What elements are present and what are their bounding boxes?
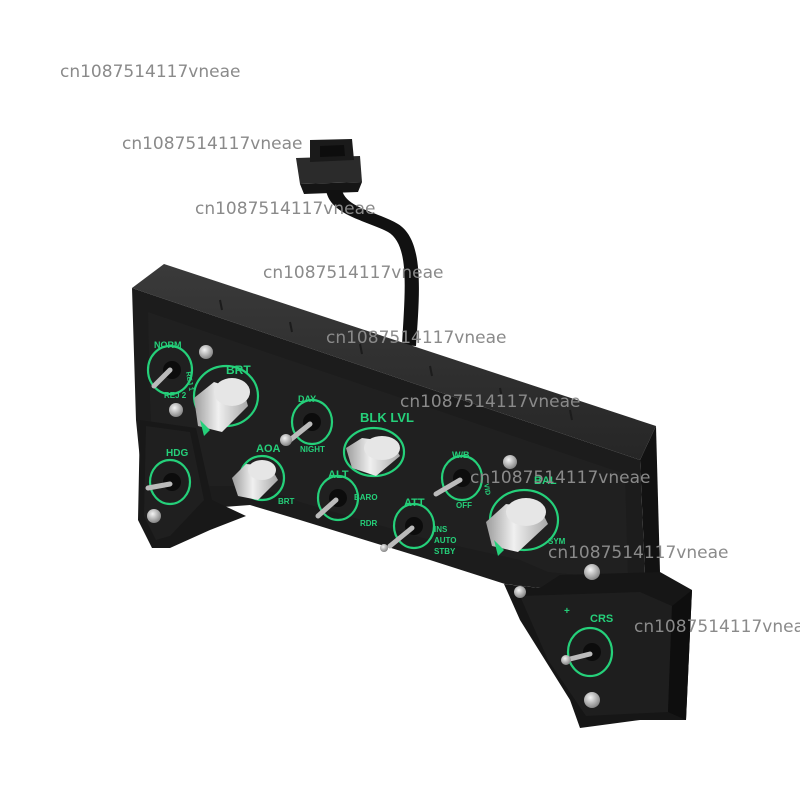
ins-label: INS <box>434 525 448 534</box>
alt-label: ALT <box>328 469 349 481</box>
rdr-label: RDR <box>360 519 378 528</box>
watermark-text: cn1087514117vneae <box>326 328 507 348</box>
watermark-text: cn1087514117vneae <box>548 543 729 563</box>
stby-label: STBY <box>434 547 456 556</box>
toggle-switches <box>145 361 601 663</box>
watermark-text: cn1087514117vneae <box>400 392 581 412</box>
brt-label: BRT <box>226 363 251 377</box>
blk-lvl-knob[interactable] <box>346 436 400 476</box>
watermark-text: cn1087514117vneae <box>60 62 241 82</box>
glow-rings <box>146 344 614 678</box>
watermark-text: cn1087514117vnea <box>634 617 800 637</box>
wb-label: W/B <box>452 450 470 460</box>
plus-label: + <box>564 606 570 617</box>
rej1-label: REJ 1 <box>184 371 194 391</box>
norm-label: NORM <box>154 340 182 350</box>
wb-off-label: OFF <box>456 501 472 510</box>
vid-label: VID <box>482 483 491 496</box>
ribbon-cable <box>326 190 419 346</box>
watermark-text: cn1087514117vneae <box>470 468 651 488</box>
att-toggle-switch[interactable] <box>387 517 423 549</box>
hdg-label: HDG <box>166 448 188 459</box>
brt-knob[interactable] <box>194 378 250 436</box>
panel-labels: NORM REJ 1 REJ 2 BRT DAY NIGHT BLK LVL W… <box>154 340 613 625</box>
hdg-toggle-switch[interactable] <box>145 473 181 491</box>
norm-toggle-switch[interactable] <box>151 361 181 389</box>
watermark-text: cn1087514117vneae <box>195 199 376 219</box>
rotary-knobs <box>194 378 548 556</box>
bal-label: BAL <box>534 475 557 487</box>
screws <box>147 345 600 708</box>
rej2-label: REJ 2 <box>164 391 187 400</box>
wb-vid-toggle-switch[interactable] <box>433 469 471 497</box>
alt-toggle-switch[interactable] <box>315 489 347 519</box>
blk-lvl-label: BLK LVL <box>360 410 414 425</box>
baro-label: BARO <box>354 493 378 502</box>
crs-label: CRS <box>590 613 613 625</box>
aoa-knob[interactable] <box>232 460 278 500</box>
watermark-text: cn1087514117vneae <box>122 134 303 154</box>
aoa-label: AOA <box>256 443 281 455</box>
aoa-brt-label: BRT <box>278 497 295 506</box>
bal-knob[interactable] <box>486 498 548 556</box>
auto-label: AUTO <box>434 536 457 545</box>
att-label: ATT <box>404 497 425 509</box>
watermark-text: cn1087514117vneae <box>263 263 444 283</box>
sym-label: SYM <box>548 537 566 546</box>
connector-plug <box>296 139 362 194</box>
day-label: DAY <box>298 394 316 404</box>
night-label: NIGHT <box>300 445 325 454</box>
day-night-toggle-switch[interactable] <box>287 413 321 443</box>
